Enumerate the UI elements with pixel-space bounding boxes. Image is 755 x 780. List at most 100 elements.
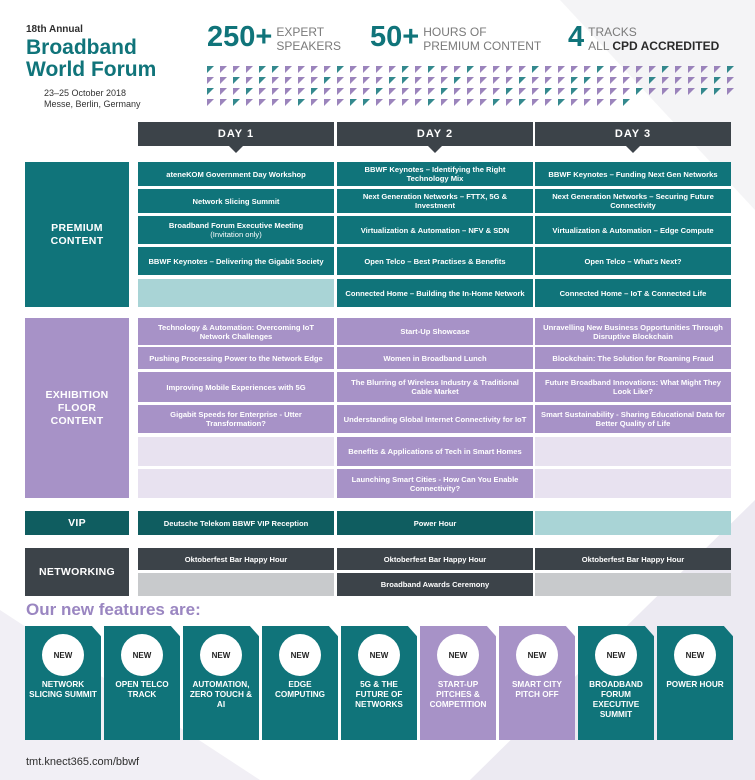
- pattern-triangle: [675, 88, 682, 95]
- pattern-triangle: [324, 99, 331, 106]
- pattern-triangle: [337, 99, 344, 106]
- pattern-triangle: [441, 77, 448, 84]
- session-premium-d2-4: Open Telco – Best Practises & Benefits: [337, 247, 533, 275]
- pattern-triangle: [259, 77, 266, 84]
- section-premium-content: PREMIUM CONTENT: [25, 162, 129, 307]
- pattern-triangle: [584, 77, 591, 84]
- pattern-triangle: [519, 88, 526, 95]
- pattern-triangle: [727, 77, 734, 84]
- session-premium-d3-1: BBWF Keynotes – Funding Next Gen Network…: [535, 162, 731, 186]
- pattern-triangle: [246, 77, 253, 84]
- pattern-triangle: [571, 77, 578, 84]
- session-exhibition-d1-5: [138, 437, 334, 466]
- pattern-triangle: [272, 99, 279, 106]
- session-premium-d2-2: Next Generation Networks – FTTX, 5G & In…: [337, 189, 533, 213]
- pattern-triangle: [324, 77, 331, 84]
- session-networking-d1-2: [138, 573, 334, 596]
- pattern-triangle: [727, 66, 734, 73]
- session-networking-d3-1: Oktoberfest Bar Happy Hour: [535, 548, 731, 570]
- feature-card: NEW EDGE COMPUTING: [262, 626, 338, 740]
- session-networking-d3-2: [535, 573, 731, 596]
- footer-url[interactable]: tmt.knect365.com/bbwf: [26, 756, 140, 768]
- session-premium-d2-3: Virtualization & Automation – NFV & SDN: [337, 216, 533, 244]
- pattern-triangle: [337, 66, 344, 73]
- session-vip-d3: [535, 511, 731, 535]
- session-exhibition-d1-6: [138, 469, 334, 498]
- session-exhibition-d3-2: Blockchain: The Solution for Roaming Fra…: [535, 347, 731, 369]
- pattern-triangle: [597, 77, 604, 84]
- pattern-triangle: [545, 99, 552, 106]
- pattern-triangle: [376, 88, 383, 95]
- pattern-triangle: [519, 66, 526, 73]
- session-exhibition-d2-5: Benefits & Applications of Tech in Smart…: [337, 437, 533, 466]
- session-premium-d2-1: BBWF Keynotes – Identifying the Right Te…: [337, 162, 533, 186]
- new-badge: NEW: [674, 634, 716, 676]
- session-exhibition-d3-1: Unravelling New Business Opportunities T…: [535, 318, 731, 345]
- pattern-triangle: [701, 66, 708, 73]
- session-exhibition-d3-3: Future Broadband Innovations: What Might…: [535, 372, 731, 402]
- pattern-triangle: [701, 88, 708, 95]
- new-features-title: Our new features are:: [26, 600, 201, 619]
- new-badge: NEW: [358, 634, 400, 676]
- pattern-triangle: [623, 88, 630, 95]
- pattern-triangle: [467, 99, 474, 106]
- pattern-triangle: [688, 77, 695, 84]
- session-exhibition-d3-4: Smart Sustainability - Sharing Education…: [535, 405, 731, 433]
- event-venue: Messe, Berlin, Germany: [44, 99, 141, 109]
- feature-label: EDGE COMPUTING: [274, 680, 326, 699]
- stat-number: 250+: [207, 21, 273, 53]
- pattern-triangle: [389, 99, 396, 106]
- pattern-triangle: [558, 99, 565, 106]
- pattern-triangle: [441, 66, 448, 73]
- pattern-triangle: [376, 99, 383, 106]
- pattern-triangle: [649, 88, 656, 95]
- pattern-triangle: [285, 77, 292, 84]
- session-exhibition-d1-1: Technology & Automation: Overcoming IoT …: [138, 318, 334, 345]
- pattern-triangle: [441, 88, 448, 95]
- pattern-triangle: [285, 99, 292, 106]
- pattern-triangle: [363, 99, 370, 106]
- pattern-triangle: [389, 66, 396, 73]
- section-networking: NETWORKING: [25, 548, 129, 596]
- pattern-triangle: [376, 77, 383, 84]
- pattern-triangle: [597, 99, 604, 106]
- pattern-triangle: [389, 88, 396, 95]
- pattern-triangle: [285, 88, 292, 95]
- pattern-triangle: [571, 88, 578, 95]
- session-vip-d1: Deutsche Telekom BBWF VIP Reception: [138, 511, 334, 535]
- pattern-triangle: [454, 99, 461, 106]
- pattern-triangle: [532, 66, 539, 73]
- pattern-triangle: [610, 99, 617, 106]
- pattern-triangle: [558, 88, 565, 95]
- new-badge: NEW: [42, 634, 84, 676]
- pattern-triangle: [285, 66, 292, 73]
- pattern-triangle: [259, 66, 266, 73]
- session-premium-d3-5: Connected Home – IoT & Connected Life: [535, 279, 731, 307]
- pattern-triangle: [233, 66, 240, 73]
- session-exhibition-d1-2: Pushing Processing Power to the Network …: [138, 347, 334, 369]
- pattern-triangle: [415, 88, 422, 95]
- pattern-triangle: [233, 77, 240, 84]
- pattern-triangle: [623, 66, 630, 73]
- pattern-triangle: [584, 88, 591, 95]
- pattern-triangle: [571, 66, 578, 73]
- section-vip: VIP: [25, 511, 129, 535]
- pattern-triangle: [532, 77, 539, 84]
- pattern-triangle: [610, 88, 617, 95]
- pattern-triangle: [506, 99, 513, 106]
- new-badge: NEW: [516, 634, 558, 676]
- pattern-triangle: [220, 77, 227, 84]
- new-badge: NEW: [279, 634, 321, 676]
- session-premium-d1-4: BBWF Keynotes – Delivering the Gigabit S…: [138, 247, 334, 275]
- pattern-triangle: [662, 88, 669, 95]
- pattern-triangle: [688, 88, 695, 95]
- pattern-triangle: [402, 77, 409, 84]
- pattern-triangle: [311, 99, 318, 106]
- pattern-triangle: [506, 77, 513, 84]
- event-title: Broadband World Forum: [26, 36, 157, 81]
